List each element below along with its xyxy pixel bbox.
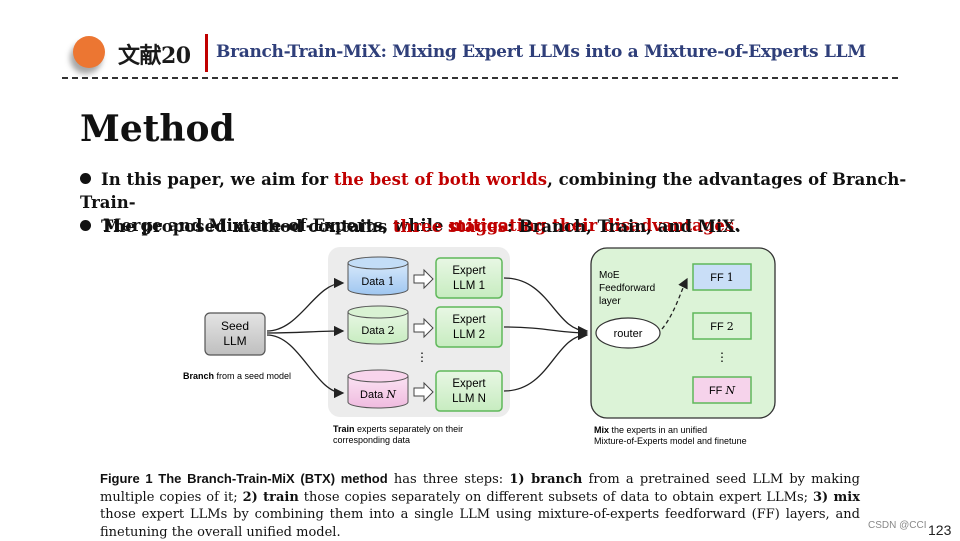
seed-llm-label-1: Seed <box>221 319 249 333</box>
router-node <box>595 317 661 349</box>
header-separator <box>62 77 898 79</box>
page-number: 123 <box>928 522 952 538</box>
expert-llm-2-box: Expert LLM 2 <box>435 306 503 348</box>
caption-step3-number: 3) <box>812 489 829 505</box>
ff-n-box: FF N <box>692 376 752 404</box>
bullet1-text-a: In this paper, we aim for <box>101 170 334 189</box>
data-cylinder-n: Data N <box>347 369 409 409</box>
expert-llm-n-box: Expert LLM N <box>435 370 503 412</box>
bullet1-text-d: . <box>734 216 740 235</box>
svg-text:LLM 2: LLM 2 <box>453 329 485 341</box>
bullet2-highlight: three stages <box>392 217 507 236</box>
caption-step1-number: 1) <box>509 472 525 487</box>
seed-llm-box <box>204 312 266 356</box>
train-caption-1: Train experts separately on their <box>333 424 463 434</box>
svg-text:LLM N: LLM N <box>452 393 486 405</box>
ff-1-box: FF 1 <box>692 263 752 291</box>
caption-step2-number: 2) <box>242 489 258 505</box>
moe-label-1: MoE <box>599 270 620 281</box>
expert-llm-1-box: Expert LLM 1 <box>435 257 503 299</box>
slide-heading: Method <box>80 108 235 150</box>
reference-label: 文献20 <box>118 43 191 69</box>
train-caption-2: corresponding data <box>333 435 410 445</box>
bullet-dot-icon <box>80 173 91 184</box>
data-label-2: Data 2 <box>361 324 394 337</box>
bullet-dot-icon <box>80 220 91 231</box>
data-label-n: Data N <box>360 388 396 401</box>
title-divider <box>205 34 208 72</box>
figure-caption: Figure 1 The Branch-Train-MiX (BTX) meth… <box>100 470 860 541</box>
router-arrow <box>661 277 688 330</box>
bullet2-text-a: The proposed method contains <box>101 217 393 236</box>
caption-step3-word: mix <box>828 489 860 505</box>
branch-arrow-1 <box>266 277 345 332</box>
bullet2-text-b: : Branch, Train, and MiX. <box>506 217 741 236</box>
mix-arrow-1 <box>503 277 589 337</box>
bullet-point-2: The proposed method contains three stage… <box>80 215 741 238</box>
watermark: CSDN @CCI <box>868 520 927 531</box>
svg-text:Expert: Expert <box>452 265 486 277</box>
figure-caption-label: Figure 1 The Branch-Train-MiX (BTX) meth… <box>100 471 388 486</box>
mix-caption-1: Mix the experts in an unified <box>594 425 707 435</box>
mix-arrow-3 <box>503 329 589 392</box>
svg-text:FF 2: FF 2 <box>710 320 734 333</box>
data-cylinder-1: Data 1 <box>347 256 409 296</box>
data-ellipsis: ⋮ <box>416 350 428 364</box>
mix-caption-2: Mixture-of-Experts model and finetune <box>594 436 747 446</box>
branch-arrow-3 <box>266 334 345 399</box>
router-label: router <box>614 328 643 340</box>
data-cylinder-2: Data 2 <box>347 305 409 345</box>
svg-text:Expert: Expert <box>452 314 486 326</box>
paper-title: Branch-Train-MiX: Mixing Expert LLMs int… <box>216 42 866 62</box>
caption-step1-word: branch <box>524 472 583 487</box>
svg-text:FF 1: FF 1 <box>710 271 734 284</box>
moe-label-2: Feedforward <box>599 283 655 294</box>
svg-text:Expert: Expert <box>452 378 486 390</box>
bullet1-text-b: , combining the advantages of Branch-Tra… <box>80 170 907 212</box>
caption-text-3: those copies separately on different sub… <box>298 489 813 505</box>
branch-caption: Branch from a seed model <box>183 371 291 381</box>
caption-text-2: from a pretrained seed LLM by making mul… <box>100 472 860 505</box>
caption-text-1: has three steps: <box>387 472 510 487</box>
moe-label-3: layer <box>599 296 621 307</box>
train-arrow-2 <box>413 317 434 339</box>
branch-arrow-2 <box>266 325 345 337</box>
data-label-1: Data 1 <box>361 275 394 288</box>
ff-ellipsis: ⋮ <box>716 350 728 364</box>
orange-bullet-icon <box>73 36 105 68</box>
train-arrow-n <box>413 381 434 403</box>
svg-text:LLM 1: LLM 1 <box>453 280 485 292</box>
bullet1-text-c: Merge and Mixture-of-Experts, while <box>103 216 450 235</box>
bullet1-highlight-a: the best of both worlds <box>333 170 548 189</box>
caption-step2-word: train <box>257 489 299 505</box>
ff-2-box: FF 2 <box>692 312 752 340</box>
seed-llm-label-2: LLM <box>223 334 246 348</box>
svg-text:FF N: FF N <box>709 384 736 397</box>
bullet1-highlight-b: mitigating their disadvantages <box>449 216 735 235</box>
caption-text-4: those expert LLMs by combining them into… <box>100 507 860 540</box>
bullet-point-1: In this paper, we aim for the best of bo… <box>80 168 910 237</box>
btx-diagram: Seed LLM Branch from a seed model Data 1… <box>183 247 776 446</box>
train-arrow-1 <box>413 268 434 290</box>
